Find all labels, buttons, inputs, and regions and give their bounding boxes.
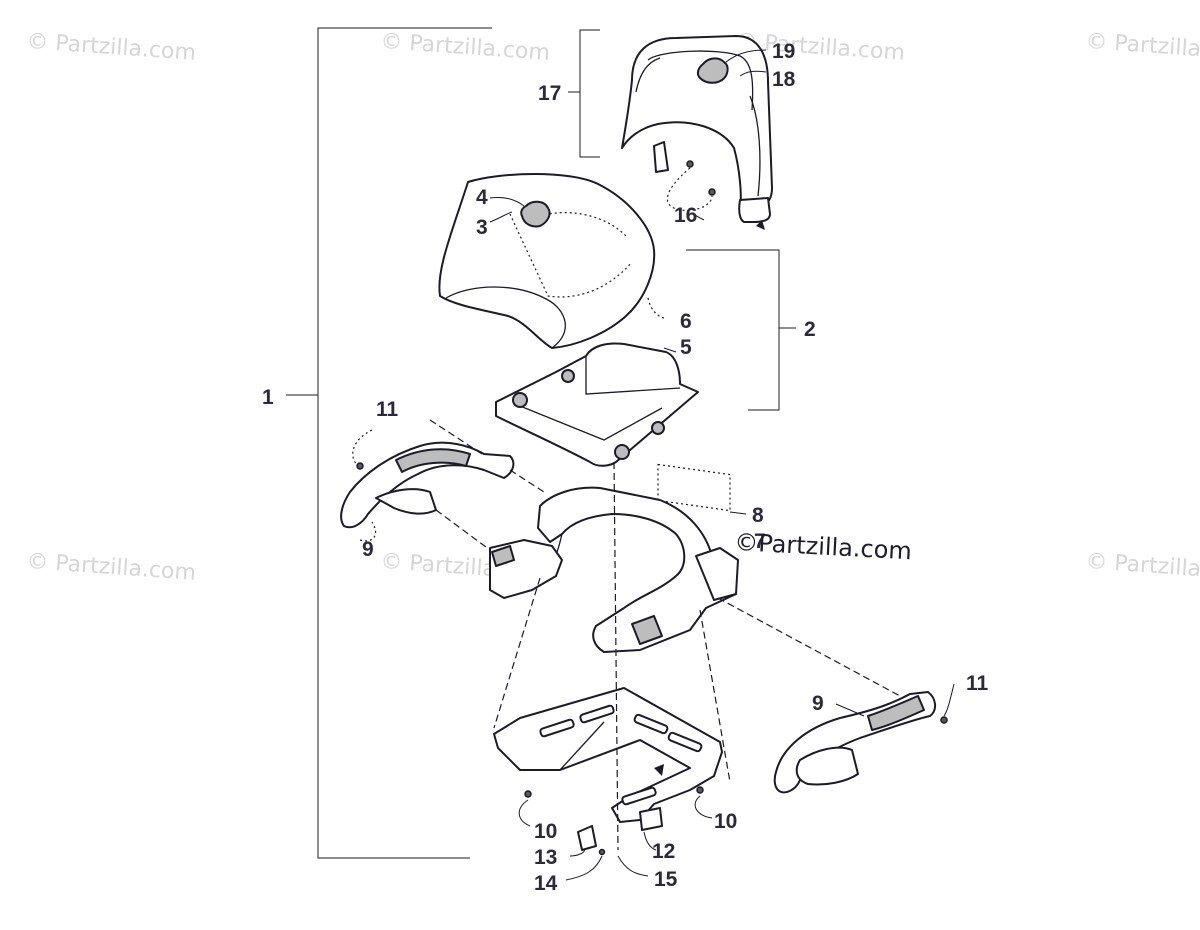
- mounting-bracket: [493, 687, 723, 856]
- bracket-assembly-17: [579, 29, 600, 158]
- bracket-12: [639, 807, 663, 831]
- handle-base-right: [795, 746, 859, 786]
- rack-main-rail: [537, 486, 737, 653]
- watermark: © Partzilla.com: [26, 29, 197, 66]
- nut-10b: [696, 786, 704, 794]
- watermark: © Partzilla.com: [1085, 549, 1200, 586]
- bracket-assembly-2: [686, 249, 780, 411]
- callout-2: 2: [804, 318, 816, 341]
- screw-16b: [708, 188, 716, 196]
- backrest: [621, 35, 773, 230]
- backrest-mount-tab: [653, 141, 669, 173]
- callout-11-left: 11: [376, 398, 399, 421]
- callout-8: 8: [752, 504, 764, 527]
- callout-12: 12: [652, 840, 675, 863]
- screw-11a: [356, 462, 364, 470]
- arrow-marker: [756, 220, 765, 230]
- watermark-main: ©Partzilla.com: [734, 528, 913, 565]
- nut-10a: [524, 790, 532, 798]
- callout-1: 1: [262, 386, 274, 409]
- callout-16: 16: [674, 204, 697, 227]
- callout-11-right: 11: [966, 672, 989, 695]
- callout-7: 7: [754, 530, 766, 553]
- watermark: © Partzilla.com: [380, 29, 551, 66]
- callout-15: 15: [654, 868, 678, 891]
- guide-lines: [489, 49, 955, 881]
- rack-right-mount: [695, 547, 739, 601]
- rack-front-block: [631, 615, 663, 645]
- assembly-brackets: [286, 27, 796, 859]
- grab-handle-right: [717, 597, 948, 794]
- clip-13: [577, 825, 597, 851]
- callout-19: 19: [772, 40, 795, 63]
- callout-3: 3: [476, 216, 488, 239]
- handle-grip-left: [340, 441, 515, 529]
- decal-8: [657, 463, 731, 512]
- callouts: 1 2 3 4 5 6 7 8 9 9 10 10 11 11 12 13 14…: [262, 40, 989, 895]
- callout-9-right: 9: [812, 692, 824, 715]
- badge-emblem-4: [520, 200, 551, 228]
- badge-emblem-19: [696, 57, 729, 84]
- seat-cushion-top: [438, 173, 656, 349]
- callout-14: 14: [534, 872, 558, 895]
- callout-10-right: 10: [714, 810, 737, 833]
- callout-4: 4: [476, 186, 488, 209]
- callout-10-left: 10: [534, 820, 557, 843]
- rear-rack-frame: [489, 486, 739, 653]
- seat-cushion: [438, 173, 665, 349]
- watermark: © Partzilla.com: [1085, 29, 1200, 66]
- grab-handle-left: [340, 419, 545, 551]
- backrest-shell: [621, 35, 773, 209]
- callout-13: 13: [534, 846, 557, 869]
- screw-14: [598, 848, 606, 856]
- bracket-assembly-1: [317, 27, 492, 859]
- callout-5: 5: [680, 336, 692, 359]
- backrest-mount-foot: [738, 197, 771, 223]
- watermark: © Partzilla.com: [26, 549, 197, 586]
- arrow-marker: [654, 764, 664, 776]
- screw-16a: [686, 160, 694, 168]
- callout-17: 17: [538, 82, 561, 105]
- callout-9-left: 9: [362, 538, 374, 561]
- callout-18: 18: [772, 68, 796, 91]
- callout-6: 6: [680, 310, 692, 333]
- seat-base: [495, 342, 699, 467]
- screw-11b: [940, 716, 948, 724]
